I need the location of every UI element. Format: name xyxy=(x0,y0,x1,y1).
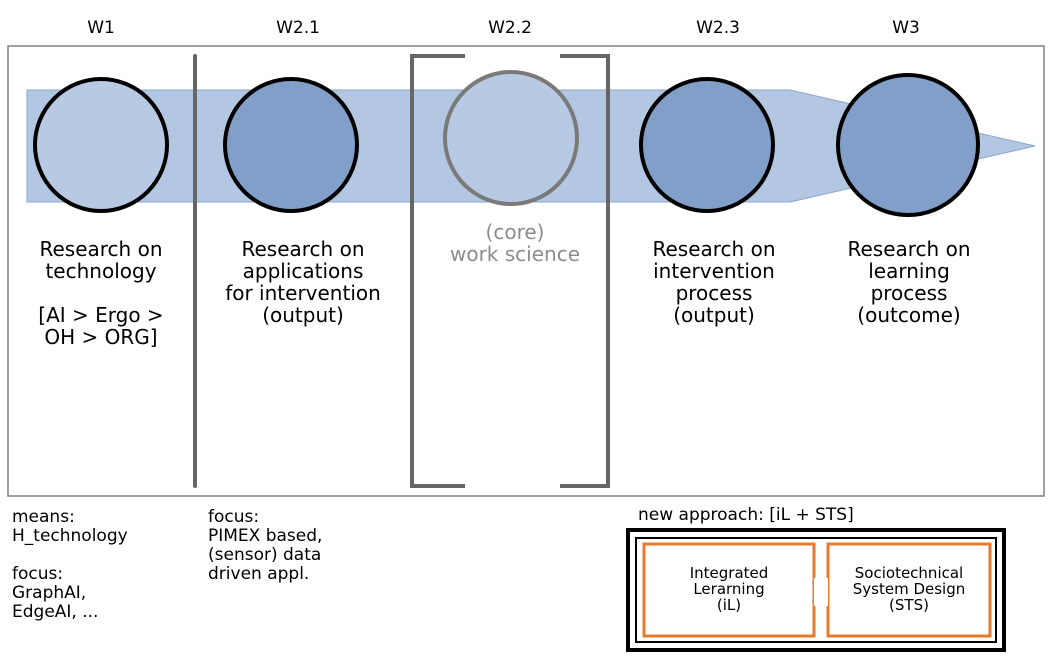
text-w3: Research on learning process (outcome) xyxy=(847,237,971,327)
circle-w3 xyxy=(836,73,980,217)
text-w1: Research on technology [AI > Ergo > OH >… xyxy=(38,237,164,349)
right-bracket xyxy=(560,54,610,488)
header-w2-3: W2.3 xyxy=(696,18,740,38)
text-w2-2-core: (core) work science xyxy=(449,220,580,266)
circle-w1 xyxy=(33,77,169,213)
main-frame xyxy=(7,45,1045,497)
approach-inner-box xyxy=(635,537,997,643)
header-w3: W3 xyxy=(892,18,920,38)
header-w2-2: W2.2 xyxy=(488,18,532,38)
text-w2-1: Research on applications for interventio… xyxy=(225,237,381,327)
circle-w2-1 xyxy=(223,77,359,213)
sts-label: Sociotechnical System Design (STS) xyxy=(852,564,966,614)
means-focus-note: means: H_technology focus: GraphAI, Edge… xyxy=(12,507,128,622)
box-gap xyxy=(814,578,828,606)
approach-title: new approach: [iL + STS] xyxy=(638,505,854,525)
circle-w2-3 xyxy=(639,77,775,213)
text-w2-3: Research on intervention process (output… xyxy=(652,237,776,327)
left-bracket xyxy=(410,54,465,488)
approach-outer-box xyxy=(626,528,1006,652)
header-w1: W1 xyxy=(87,18,115,38)
pimex-focus-note: focus: PIMEX based, (sensor) data driven… xyxy=(208,507,323,584)
il-label: Integrated Lerarning (iL) xyxy=(689,564,769,614)
header-w2-1: W2.1 xyxy=(276,18,320,38)
circle-w2-2 xyxy=(443,70,579,206)
